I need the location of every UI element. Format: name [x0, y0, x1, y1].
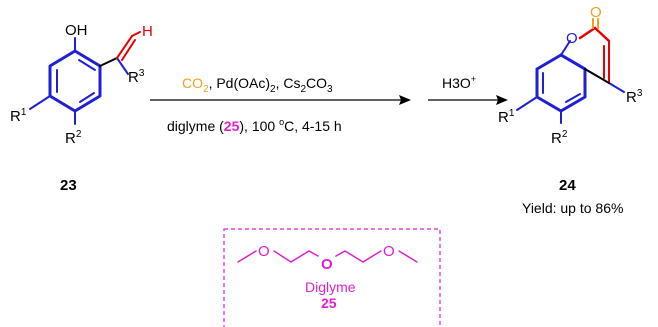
diglyme-name: Diglyme	[305, 279, 356, 295]
step2-reagent: H3O+	[442, 74, 476, 91]
r1-label: R1	[10, 107, 27, 125]
h-label: H	[142, 23, 153, 40]
carbonyl-o-label: O	[590, 4, 602, 21]
lactone-bond	[578, 26, 597, 40]
fused-bond	[559, 53, 587, 71]
h-bond	[131, 31, 141, 37]
r3-label: R3	[128, 68, 145, 86]
diglyme-o3: O	[383, 243, 395, 260]
lactone-bond	[593, 26, 611, 43]
product-24-structure: O O R3 R1 R2 24 Yield: up to 86%	[498, 4, 643, 216]
r3-label: R3	[626, 88, 643, 106]
r3-bond	[116, 57, 129, 75]
diglyme-structure	[237, 250, 418, 263]
r2-label: R2	[551, 129, 568, 147]
r1-bond	[29, 95, 51, 110]
compound-number-23: 23	[60, 177, 77, 194]
r2-label: R2	[65, 129, 82, 147]
vinyl-double-bond	[116, 35, 133, 59]
diglyme-box: O O O Diglyme 25	[223, 228, 441, 327]
o-ring-bond	[560, 40, 571, 56]
yield-label: Yield: up to 86%	[522, 200, 623, 216]
vinyl-double-bond	[121, 39, 136, 61]
reaction-arrow-1	[150, 95, 411, 105]
r1-bond	[516, 96, 538, 111]
step1-reagents: CO2, Pd(OAc)2, Cs2CO3	[182, 75, 333, 95]
diglyme-number: 25	[321, 295, 337, 311]
ring-double-bond	[79, 92, 95, 103]
ring-o-label: O	[566, 30, 578, 47]
reactant-23-structure: OH H R3 R1 R2 23	[10, 22, 153, 194]
ring-double-bond	[565, 93, 581, 103]
c4-c4a-bond	[584, 68, 610, 84]
r3-bond	[608, 82, 625, 93]
reaction-arrow-2	[428, 95, 508, 105]
oh-label: OH	[65, 22, 88, 39]
diglyme-o2: O	[321, 256, 333, 273]
vinyl-bond	[99, 57, 118, 67]
r1-label: R1	[498, 108, 515, 126]
ring-double-bond	[78, 59, 96, 71]
compound-number-24: 24	[559, 177, 576, 194]
step1-conditions: diglyme (25), 100 oC, 4-15 h	[167, 117, 342, 134]
diglyme-o1: O	[258, 243, 270, 260]
